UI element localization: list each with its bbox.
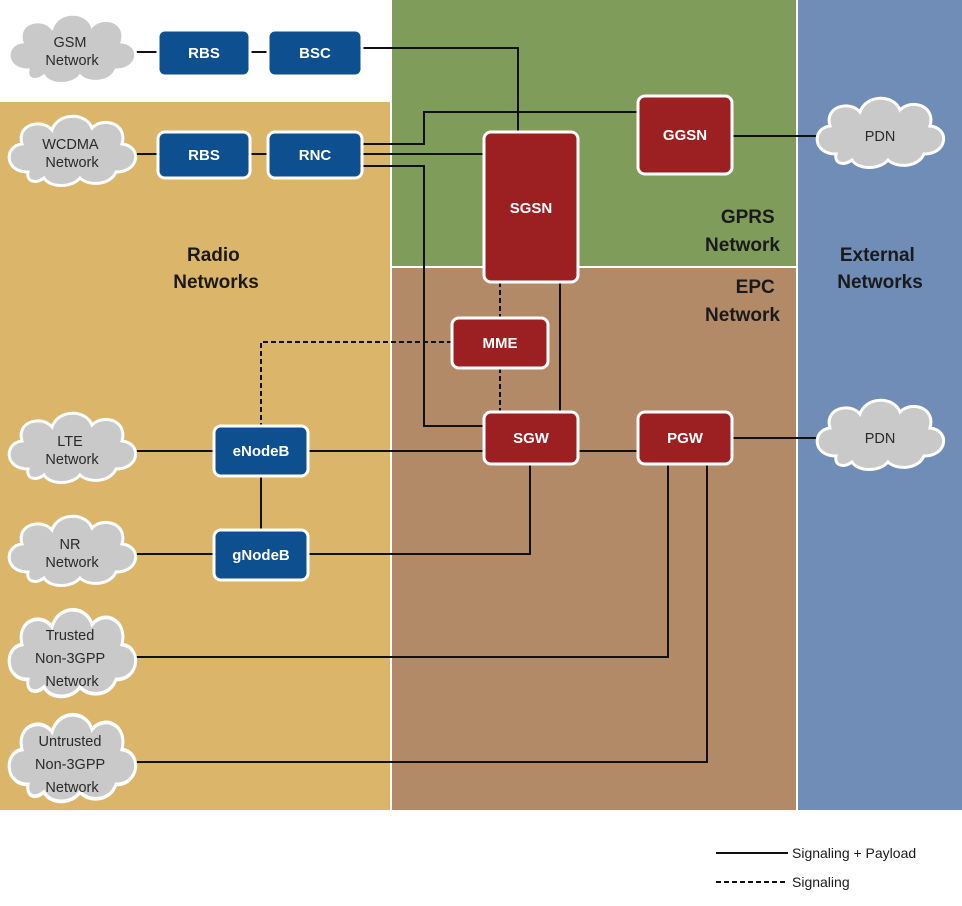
- wcdma-network-cloud: WCDMA Network: [7, 114, 138, 187]
- untrusted-non-3gpp-network-label: Untrusted Non-3GPP Network: [35, 734, 109, 796]
- svg-text:gNodeB: gNodeB: [232, 547, 290, 564]
- pdn-cloud-top: PDN: [815, 96, 946, 169]
- svg-text:eNodeB: eNodeB: [233, 443, 290, 460]
- rnc-node: RNC: [266, 130, 364, 180]
- svg-text:LTE Network: LTE Network: [45, 434, 99, 468]
- links-dashed: [260, 282, 501, 426]
- external-networks-label: External Networks: [837, 245, 923, 293]
- pgw-node: PGW: [636, 410, 734, 466]
- legend: Signaling + Payload Signaling: [716, 845, 916, 890]
- svg-text:WCDMA Network: WCDMA Network: [42, 137, 102, 171]
- pdn-cloud-bottom: PDN: [815, 398, 946, 471]
- svg-text:PDN: PDN: [865, 129, 896, 145]
- svg-text:GGSN: GGSN: [663, 127, 707, 144]
- svg-text:NR Network: NR Network: [45, 537, 99, 571]
- epc-network-label: EPC Network: [705, 277, 780, 326]
- svg-text:BSC: BSC: [299, 45, 331, 62]
- sgw-node: SGW: [482, 410, 580, 466]
- sgsn-node: SGSN: [482, 130, 580, 284]
- radio-networks-label: Radio Networks: [173, 245, 259, 293]
- svg-text:RBS: RBS: [188, 147, 220, 164]
- svg-text:PDN: PDN: [865, 431, 896, 447]
- rbs-gsm-node: RBS: [156, 28, 252, 78]
- mme-node: MME: [450, 316, 550, 370]
- enodeb-node: eNodeB: [212, 424, 310, 478]
- svg-text:RBS: RBS: [188, 45, 220, 62]
- svg-text:GSM Network: GSM Network: [45, 35, 99, 69]
- svg-text:PGW: PGW: [667, 430, 704, 447]
- ggsn-node: GGSN: [636, 94, 734, 176]
- trusted-non-3gpp-network-label: Trusted Non-3GPP Network: [35, 628, 109, 690]
- legend-dashed-label: Signaling: [792, 874, 850, 890]
- nr-network-cloud: NR Network: [7, 514, 138, 587]
- rbs-wcdma-node: RBS: [156, 130, 252, 180]
- gsm-network-cloud: GSM Network: [7, 12, 138, 85]
- legend-solid-label: Signaling + Payload: [792, 845, 916, 861]
- svg-text:SGSN: SGSN: [510, 200, 553, 217]
- bsc-node: BSC: [266, 28, 364, 78]
- svg-text:RNC: RNC: [299, 147, 332, 164]
- svg-text:SGW: SGW: [513, 430, 550, 447]
- gprs-network-label: GPRS Network: [705, 207, 780, 256]
- lte-network-cloud: LTE Network: [7, 411, 138, 484]
- gnodeb-node: gNodeB: [212, 528, 310, 582]
- svg-text:MME: MME: [483, 335, 518, 352]
- links-solid: [130, 47, 822, 763]
